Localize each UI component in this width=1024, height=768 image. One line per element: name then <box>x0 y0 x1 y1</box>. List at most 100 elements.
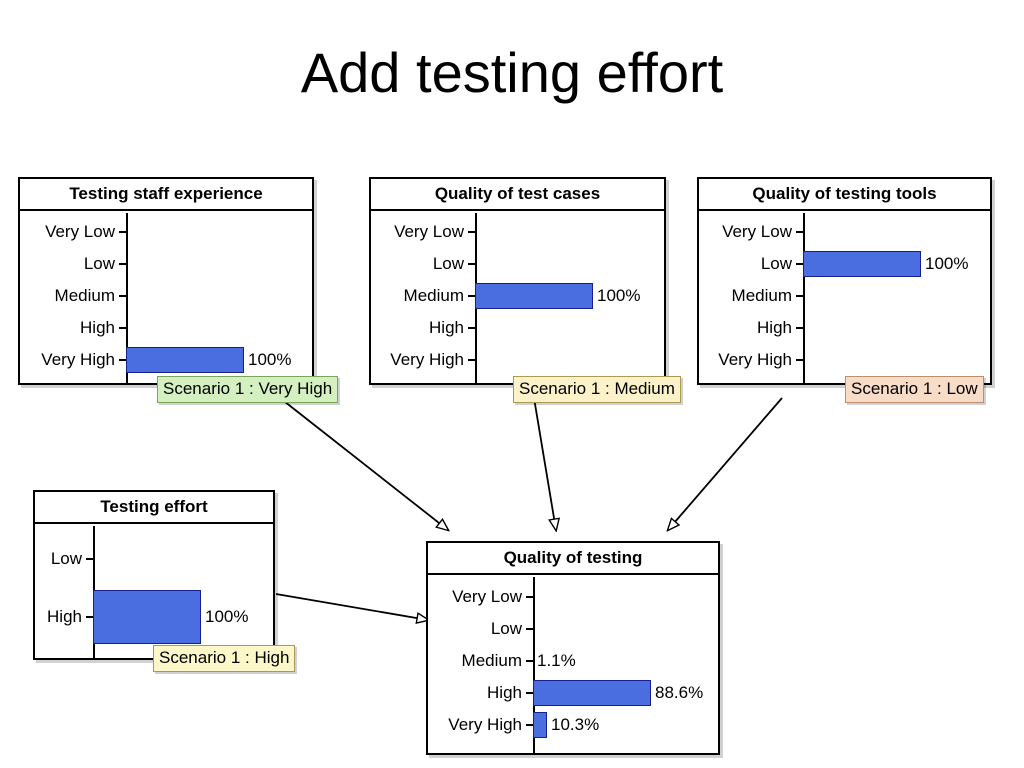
probability-bar <box>803 251 921 277</box>
state-row[interactable]: Low 100% <box>699 248 990 280</box>
edge-effort-to-quality <box>275 593 428 620</box>
probability-value: 100% <box>925 254 969 273</box>
state-row[interactable]: Medium <box>699 280 990 312</box>
state-row[interactable]: Very High 100% <box>20 344 312 376</box>
axis-tick <box>796 295 803 297</box>
bar-area <box>126 280 312 312</box>
axis-tick <box>796 231 803 233</box>
state-row[interactable]: High 100% <box>35 588 273 646</box>
bar-area: 100% <box>803 248 990 280</box>
node-title: Testing effort <box>35 492 273 524</box>
bar-area <box>93 530 273 588</box>
node-title: Testing staff experience <box>20 179 312 211</box>
state-row[interactable]: Very Low <box>428 581 718 613</box>
bar-area: 88.6% <box>533 677 718 709</box>
axis-tick <box>119 295 126 297</box>
axis-tick <box>119 263 126 265</box>
state-row[interactable]: Very High <box>699 344 990 376</box>
node-body: Low High 100% <box>35 524 273 660</box>
state-row[interactable]: High <box>371 312 664 344</box>
bar-area: 1.1% <box>533 645 718 677</box>
state-row[interactable]: Very Low <box>699 216 990 248</box>
node-quality-of-testing-tools[interactable]: Quality of testing tools Very Low Low 10… <box>697 177 992 385</box>
axis-tick <box>119 359 126 361</box>
edge-testcases-to-quality <box>533 397 556 530</box>
state-row[interactable]: Medium 100% <box>371 280 664 312</box>
node-testing-staff-experience[interactable]: Testing staff experience Very Low Low <box>18 177 314 385</box>
bar-area <box>126 248 312 280</box>
state-row[interactable]: Very High <box>371 344 664 376</box>
state-row[interactable]: Very Low <box>371 216 664 248</box>
probability-value: 100% <box>597 286 641 305</box>
state-row[interactable]: High <box>20 312 312 344</box>
node-quality-of-testing[interactable]: Quality of testing Very Low Low <box>426 541 720 755</box>
state-label: Very High <box>448 715 522 734</box>
page-title: Add testing effort <box>300 41 724 104</box>
state-label: High <box>429 318 464 337</box>
state-row[interactable]: Very High 10.3% <box>428 709 718 741</box>
axis-tick <box>796 327 803 329</box>
state-label: Low <box>432 254 464 273</box>
state-label: Medium <box>54 286 115 305</box>
probability-bar <box>475 283 593 309</box>
axis-tick <box>796 359 803 361</box>
node-quality-of-test-cases[interactable]: Quality of test cases Very Low Low <box>369 177 666 385</box>
axis-tick <box>468 327 475 329</box>
state-label: High <box>47 607 82 626</box>
axis-tick <box>86 616 93 618</box>
probability-bar <box>533 680 651 706</box>
probability-value: 1.1% <box>537 651 576 670</box>
state-row[interactable]: Medium <box>20 280 312 312</box>
state-row[interactable]: Low <box>35 530 273 588</box>
state-row[interactable]: High <box>699 312 990 344</box>
badge-scenario-quality-of-testing-tools[interactable]: Scenario 1 : Low <box>845 376 984 403</box>
state-label: Very High <box>718 350 792 369</box>
bar-area <box>126 216 312 248</box>
node-title: Quality of testing tools <box>699 179 990 211</box>
bar-area: 100% <box>93 588 273 646</box>
axis-tick <box>119 231 126 233</box>
state-label: Very Low <box>394 222 464 241</box>
badge-scenario-quality-of-test-cases[interactable]: Scenario 1 : Medium <box>513 376 681 403</box>
axis-line <box>803 213 805 383</box>
bar-area <box>533 613 718 645</box>
probability-bar <box>126 347 244 373</box>
axis-tick <box>468 295 475 297</box>
edge-staff-to-quality <box>279 397 448 530</box>
node-body: Very Low Low 100% Medium <box>699 211 990 385</box>
axis-tick <box>468 359 475 361</box>
axis-tick <box>119 327 126 329</box>
axis-tick <box>468 231 475 233</box>
probability-value: 10.3% <box>551 715 600 734</box>
badge-scenario-testing-effort[interactable]: Scenario 1 : High <box>153 645 296 672</box>
bar-area <box>475 216 664 248</box>
state-label: Low <box>83 254 115 273</box>
state-label: Low <box>490 619 522 638</box>
node-body: Very Low Low Medium <box>428 575 718 755</box>
bar-area: 100% <box>126 344 312 376</box>
bar-area <box>803 280 990 312</box>
node-testing-effort[interactable]: Testing effort Low High 100% <box>33 490 275 660</box>
probability-bar <box>93 590 201 644</box>
state-label: Very Low <box>45 222 115 241</box>
state-row[interactable]: Low <box>20 248 312 280</box>
axis-tick <box>526 660 533 662</box>
bar-area <box>803 312 990 344</box>
state-row[interactable]: Low <box>428 613 718 645</box>
bar-area <box>126 312 312 344</box>
state-row[interactable]: Medium 1.1% <box>428 645 718 677</box>
state-label: Low <box>50 549 82 568</box>
state-row[interactable]: Very Low <box>20 216 312 248</box>
state-label: High <box>487 683 522 702</box>
node-body: Very Low Low Medium <box>371 211 664 385</box>
axis-tick <box>86 558 93 560</box>
state-label: Medium <box>731 286 792 305</box>
bar-area <box>475 312 664 344</box>
probability-value: 100% <box>248 350 292 369</box>
state-label: Very High <box>41 350 115 369</box>
state-row[interactable]: High 88.6% <box>428 677 718 709</box>
badge-scenario-testing-staff-experience[interactable]: Scenario 1 : Very High <box>157 376 339 403</box>
axis-tick <box>526 692 533 694</box>
state-row[interactable]: Low <box>371 248 664 280</box>
